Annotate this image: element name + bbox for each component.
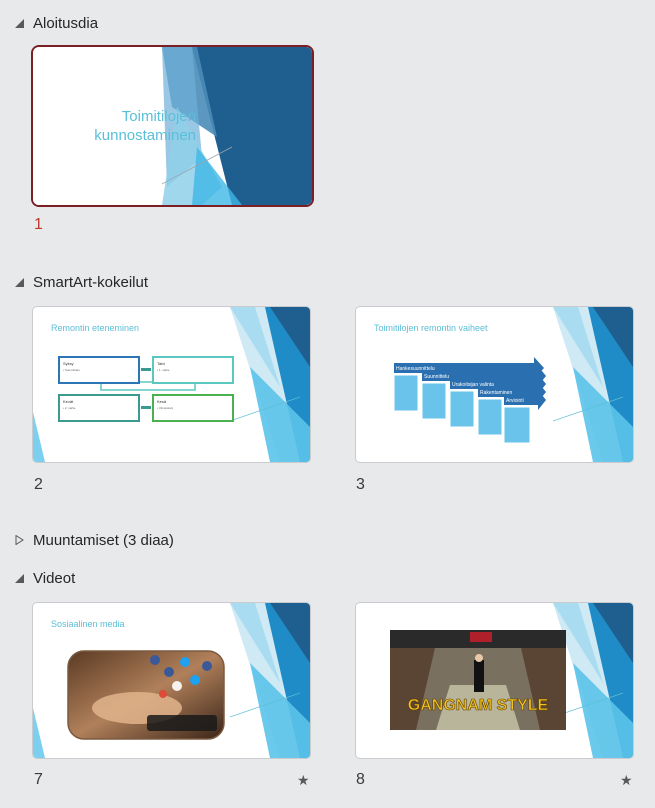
social-media-image <box>67 650 225 740</box>
smartart-box-text: • 2. vaihe <box>63 406 76 410</box>
section-title: Muuntamiset (3 diaa) <box>33 531 174 549</box>
slide-corner-graphic <box>33 412 45 462</box>
triangle-down-icon[interactable] <box>14 573 24 583</box>
section-header-smartart-kokeilut[interactable]: SmartArt-kokeilut <box>14 272 148 292</box>
slide-number: 8 <box>356 771 365 788</box>
step-label: Urakoitsijan valinta <box>452 382 494 388</box>
slide-background-graphic <box>162 47 312 205</box>
step-label: Arviointi <box>506 398 524 404</box>
video-title-text: GANGNAM STYLE <box>408 697 549 714</box>
slide-title: Toimitilojen kunnostaminen <box>94 108 196 144</box>
triangle-down-icon[interactable] <box>14 18 24 28</box>
slide-number: 7 <box>34 771 43 788</box>
smartart-box-title: Talvi <box>157 361 165 366</box>
section-title: Aloitusdia <box>33 14 99 32</box>
section-title: SmartArt-kokeilut <box>33 273 149 291</box>
slide-background-graphic <box>230 603 310 758</box>
slide-background-graphic <box>553 307 633 462</box>
section-title: Videot <box>33 569 76 587</box>
slide-thumbnail-2[interactable]: Remontin eteneminen Syksy • Suunnittelu … <box>33 307 310 462</box>
slide-thumbnail-8[interactable]: GANGNAM STYLE <box>356 603 633 758</box>
step-label: Rakentaminen <box>480 390 512 396</box>
smartart-box-title: Kesä <box>157 399 167 404</box>
star-icon: ★ <box>297 772 310 788</box>
slide-number: 1 <box>34 216 43 233</box>
triangle-down-icon[interactable] <box>14 277 24 287</box>
slide-number: 3 <box>356 476 365 493</box>
triangle-right-icon[interactable] <box>14 535 24 545</box>
section-header-aloitusdia[interactable]: Aloitusdia <box>14 13 98 33</box>
slide-thumbnail-7[interactable]: Sosiaalinen media <box>33 603 310 758</box>
step-label: Suunnittelu <box>424 374 449 380</box>
slide-title: Sosiaalinen media <box>51 619 125 629</box>
section-header-muuntamiset[interactable]: Muuntamiset (3 diaa) <box>14 530 174 550</box>
smartart-box-text: • Suunnittelu <box>63 368 80 372</box>
slide-background-graphic <box>230 307 310 462</box>
slide-title: Remontin eteneminen <box>51 323 140 333</box>
smartart-box-text: • 1. vaihe <box>157 368 170 372</box>
smartart-diagram: Syksy • Suunnittelu Talvi • 1. vaihe Kev… <box>58 356 234 422</box>
smartart-box-title: Syksy <box>63 361 74 366</box>
smartart-box-title: Kevät <box>63 399 74 404</box>
step-label: Hankesuunnittelu <box>396 366 435 372</box>
slide-corner-graphic <box>33 708 45 758</box>
smartart-steps-diagram: Hankesuunnittelu Suunnittelu Urakoitsija… <box>394 357 546 444</box>
slide-background-graphic <box>553 603 633 758</box>
star-icon: ★ <box>620 772 633 788</box>
smartart-box-text: • Viimeistely <box>157 406 174 410</box>
section-header-videot[interactable]: Videot <box>14 568 75 588</box>
slide-thumbnail-3[interactable]: Toimitilojen remontin vaiheet Hankesuunn… <box>356 307 633 462</box>
slide-number: 2 <box>34 476 43 493</box>
slide-thumbnail-1[interactable]: Toimitilojen kunnostaminen <box>33 47 312 205</box>
video-thumbnail-image: GANGNAM STYLE <box>390 630 566 730</box>
slide-title: Toimitilojen remontin vaiheet <box>374 323 488 333</box>
